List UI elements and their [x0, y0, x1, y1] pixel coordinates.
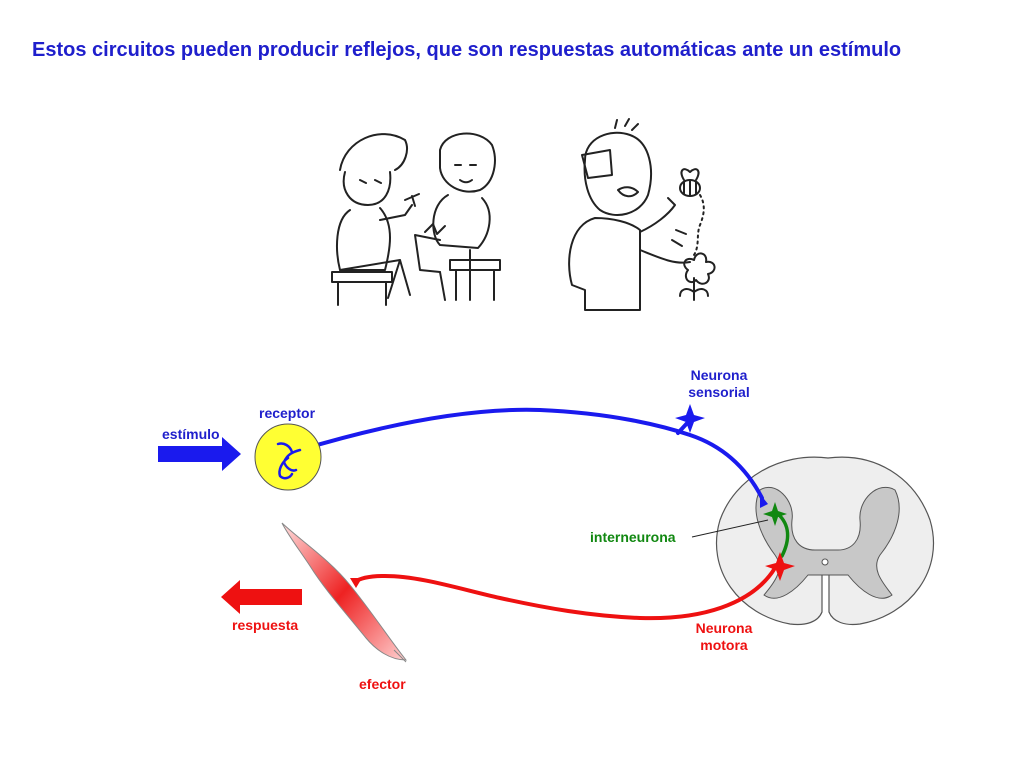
sensory-neuron-star	[675, 404, 705, 433]
response-arrow	[221, 580, 302, 614]
sensory-neuron-label-line2: sensorial	[688, 384, 750, 400]
receptor-endings	[276, 442, 302, 480]
receptor-label: receptor	[259, 405, 316, 421]
page-title: Estos circuitos pueden producir reflejos…	[32, 39, 902, 61]
interneuron-leader-line	[691, 519, 769, 538]
motor-neuron-label: Neurona motora	[676, 620, 772, 654]
knee-reflex-cartoon	[331, 132, 501, 306]
sensory-neuron-label: Neurona sensorial	[672, 367, 766, 401]
sensory-neuron-axon	[298, 407, 764, 500]
effector-tendon	[393, 649, 407, 663]
motor-neuron-axon	[353, 566, 777, 621]
stimulus-label: estímulo	[162, 426, 220, 442]
motor-neuron-label-line2: motora	[700, 637, 748, 653]
interneuron-star	[763, 502, 787, 526]
sensory-terminal	[760, 494, 768, 508]
motor-neuron-label-line1: Neurona	[695, 620, 753, 636]
motor-neuron-star	[765, 552, 795, 581]
effector-muscle	[281, 522, 408, 661]
spinal-cord-section	[715, 456, 935, 626]
interneuron-axon	[776, 512, 790, 558]
stimulus-arrow	[158, 437, 241, 471]
interneuron-label: interneurona	[590, 529, 676, 545]
bee-sting-withdrawal-cartoon	[568, 118, 716, 311]
effector-label: efector	[359, 676, 406, 692]
sensory-neuron-label-line1: Neurona	[690, 367, 748, 383]
motor-terminal	[350, 578, 362, 588]
response-label: respuesta	[232, 617, 299, 633]
